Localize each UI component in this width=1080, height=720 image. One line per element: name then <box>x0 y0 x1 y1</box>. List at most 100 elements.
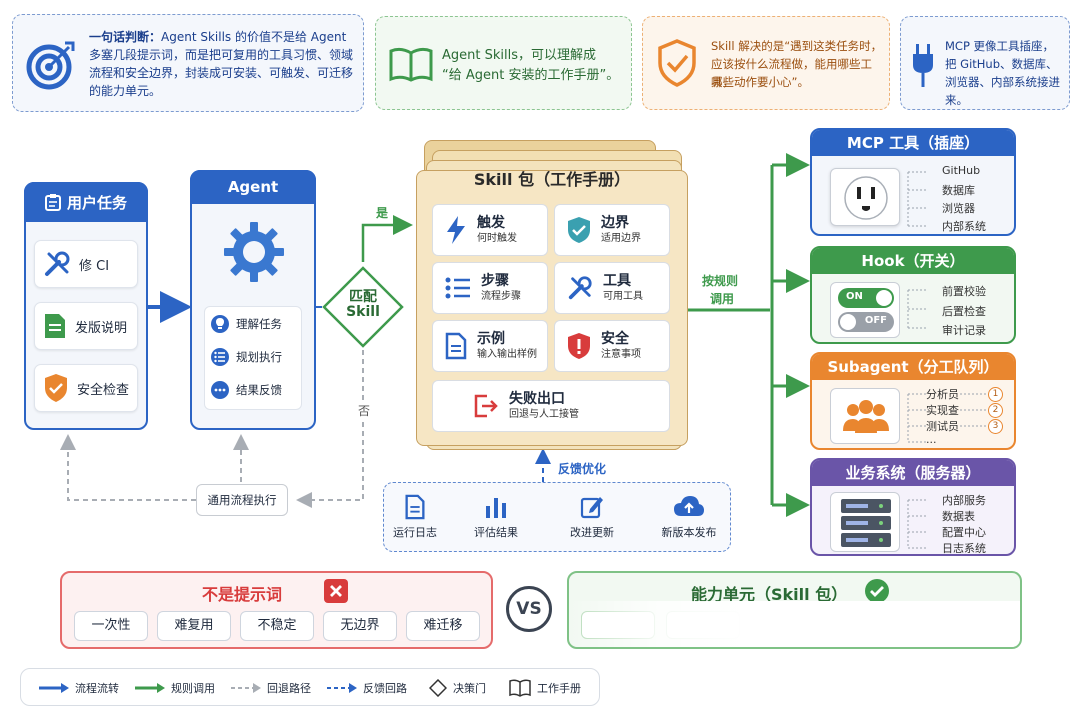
feedback-step-improve: 改进更新 <box>564 494 620 540</box>
mcp-note-text: MCP 更像工具插座， <box>945 39 1055 53</box>
biz-item: 日志系统 <box>942 542 986 555</box>
mcp-item: 浏览器 <box>942 202 975 215</box>
skill-item-desc: 回退与人工接管 <box>509 408 579 420</box>
toggle-off[interactable]: OFF <box>838 312 894 332</box>
queue-number: 1 <box>988 387 1003 402</box>
legend-label: 工作手册 <box>537 682 581 695</box>
skill-note: Skill 解决的是“遇到这类任务时， 应该按什么流程做，能用哪些工具， 哪些动… <box>642 16 890 110</box>
biz-item: 数据表 <box>942 510 975 523</box>
queue-number: 3 <box>988 419 1003 434</box>
vs-badge: VS <box>506 586 552 632</box>
manual-note: Agent Skills，可以理解成 “给 Agent 安装的工作手册”。 <box>375 16 632 110</box>
feedback-step-logs: 运行日志 <box>390 494 440 540</box>
skill-item-tools[interactable]: 工具可用工具 <box>554 262 670 314</box>
not-prompt-panel: 不是提示词 一次性 难复用 不稳定 无边界 难迁移 <box>60 571 493 649</box>
task-item-security-check[interactable]: 安全检查 <box>34 364 138 412</box>
agent-step-understand: 理解任务 <box>210 314 282 334</box>
biz-item: 内部服务 <box>942 494 986 507</box>
skill-item-desc: 流程步骤 <box>481 290 521 302</box>
general-flow-box[interactable]: 通用流程执行 <box>196 484 288 516</box>
agent-panel: Agent 理解任务 规划执行 结果反馈 <box>190 170 316 430</box>
team-icon-box <box>830 388 900 444</box>
not-prompt-item: 难复用 <box>157 611 231 641</box>
skill-item-safety[interactable]: 安全注意事项 <box>554 320 670 372</box>
skill-note-text: 哪些动作要小心”。 <box>711 75 809 89</box>
tree-lines <box>907 393 928 443</box>
skill-item-boundary[interactable]: 边界适用边界 <box>554 204 670 256</box>
queue-number: 2 <box>988 403 1003 418</box>
legend-book-icon <box>509 679 531 697</box>
skill-item-name: 边界 <box>601 214 629 231</box>
decision-gate[interactable]: 匹配 Skill <box>322 266 404 348</box>
skill-item-name: 步骤 <box>481 272 509 289</box>
skill-item-fail-exit[interactable]: 失败出口回退与人工接管 <box>432 380 670 432</box>
rule-call-label: 按规则 <box>702 274 739 288</box>
judgment-text: 的能力单元。 <box>89 84 162 98</box>
decision-yes-label: 是 <box>376 206 389 220</box>
capability-unit-panel: 能力单元（Skill 包） <box>567 571 1022 649</box>
document-icon <box>405 494 425 520</box>
agent-step-plan: 规划执行 <box>210 347 282 367</box>
bar-chart-icon <box>486 498 506 518</box>
subagent-title: Subagent（分工队列） <box>827 358 999 376</box>
task-item-label: 发版说明 <box>75 320 128 336</box>
mcp-item: 内部系统 <box>942 220 986 233</box>
tree-lines <box>907 289 928 329</box>
lightbulb-icon <box>211 315 229 333</box>
general-flow-label: 通用流程执行 <box>207 493 277 507</box>
skill-item-steps[interactable]: 步骤流程步骤 <box>432 262 548 314</box>
toggle-on-label: ON <box>846 291 863 302</box>
skill-item-name: 触发 <box>477 214 505 231</box>
skill-item-desc: 何时触发 <box>477 232 517 244</box>
fade-overlay <box>569 601 1020 647</box>
legend-label: 决策门 <box>453 682 486 695</box>
judgment-title: 一句话判断： <box>89 30 162 44</box>
tools-icon <box>568 276 592 300</box>
legend-diamond-icon <box>429 679 447 697</box>
legend-fallback-arrow <box>231 683 261 693</box>
vs-label: VS <box>516 599 542 619</box>
task-item-release-notes[interactable]: 发版说明 <box>34 302 138 350</box>
shield-check-icon <box>45 374 67 402</box>
toggle-on[interactable]: ON <box>838 288 894 308</box>
agent-step-label: 理解任务 <box>236 317 282 331</box>
skill-item-desc: 适用边界 <box>601 232 641 244</box>
decision-label: Skill <box>346 304 380 320</box>
user-task-header: 用户任务 <box>24 182 148 222</box>
chat-icon <box>211 381 229 399</box>
tree-lines <box>907 499 928 549</box>
hook-header: Hook（开关） <box>812 248 1014 274</box>
shield-check-icon <box>658 39 696 87</box>
mcp-note-text: 把 GitHub、数据库、 <box>945 57 1058 71</box>
mcp-title: MCP 工具（插座） <box>846 134 980 152</box>
diamond-shape <box>322 266 404 348</box>
clipboard-icon <box>44 194 61 211</box>
biz-item: 配置中心 <box>942 526 986 539</box>
document-icon <box>445 332 467 360</box>
rule-call-label: 调用 <box>710 292 735 306</box>
subagent-item: 分析员 <box>926 388 959 401</box>
not-prompt-item: 无边界 <box>323 611 397 641</box>
judgment-text: Agent Skills 的价值不是给 Agent <box>161 30 347 44</box>
judgment-text: 流程和安全边界，封装成可安装、可触发、可迁移 <box>89 66 354 80</box>
mcp-header: MCP 工具（插座） <box>812 130 1014 156</box>
skill-item-examples[interactable]: 示例输入输出样例 <box>432 320 548 372</box>
skill-item-trigger[interactable]: 触发何时触发 <box>432 204 548 256</box>
skill-item-desc: 注意事项 <box>601 348 641 360</box>
feedback-step-label: 运行日志 <box>393 526 437 539</box>
legend-flow-arrow <box>39 683 69 693</box>
team-icon <box>843 400 889 433</box>
legend-label: 规则调用 <box>171 682 215 695</box>
skill-item-name: 工具 <box>603 272 631 289</box>
book-icon <box>389 47 433 82</box>
hook-item: 前置校验 <box>942 285 986 298</box>
close-icon <box>324 579 348 603</box>
judgment-note: 一句话判断：Agent Skills 的价值不是给 Agent 多塞几段提示词，… <box>12 14 364 112</box>
subagent-item: 测试员 <box>926 420 959 433</box>
skill-note-text: 应该按什么流程做，能用哪些工具， <box>711 57 872 89</box>
task-item-fix-ci[interactable]: 修 CI <box>34 240 138 288</box>
subagent-panel: Subagent（分工队列） 分析员 实现查 测试员 ... 1 2 3 <box>810 352 1016 450</box>
feedback-step-release: 新版本发布 <box>656 494 722 540</box>
plug-icon <box>913 44 933 87</box>
skill-item-name: 安全 <box>601 330 629 347</box>
